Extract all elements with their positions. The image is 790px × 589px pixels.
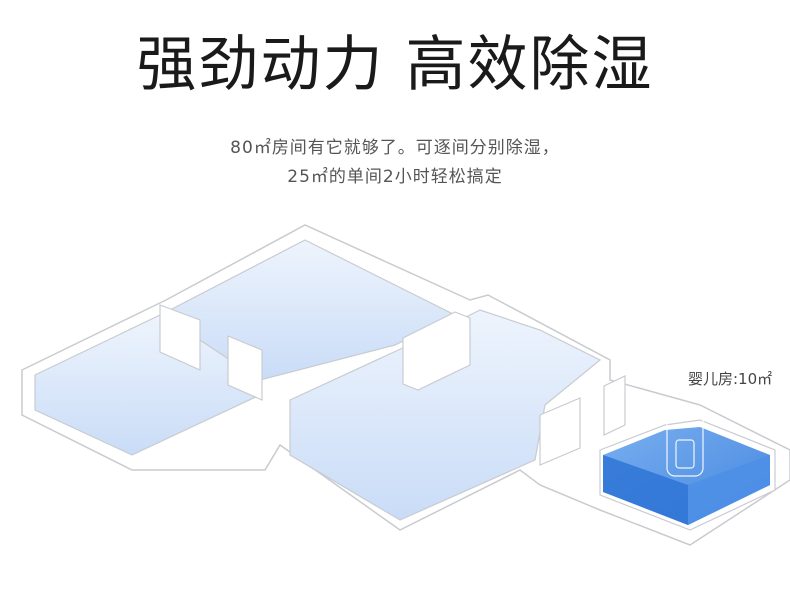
- subtitle-line-1: 80㎡房间有它就够了。可逐间分别除湿，: [0, 133, 790, 158]
- headline: 强劲动力 高效除湿: [136, 30, 654, 100]
- subtitle-2-unit: ㎡: [310, 167, 329, 187]
- subtitle-1-unit: ㎡: [253, 138, 272, 158]
- baby-room-label: 婴儿房:10㎡: [688, 370, 773, 388]
- baby-room: [599, 419, 776, 531]
- dehumidifier-icon: [666, 409, 704, 477]
- subtitle-2-number: 25: [287, 167, 311, 187]
- subtitle-1-number: 80: [230, 138, 254, 158]
- partition-walls: [159, 304, 626, 466]
- subtitle-2-text: 的单间2小时轻松搞定: [328, 167, 503, 187]
- floorplan-illustration: [21, 224, 790, 546]
- subtitle-line-2: 25㎡的单间2小时轻松搞定: [0, 162, 790, 187]
- subtitle-1-text: 房间有它就够了。可逐间分别除湿，: [271, 138, 560, 158]
